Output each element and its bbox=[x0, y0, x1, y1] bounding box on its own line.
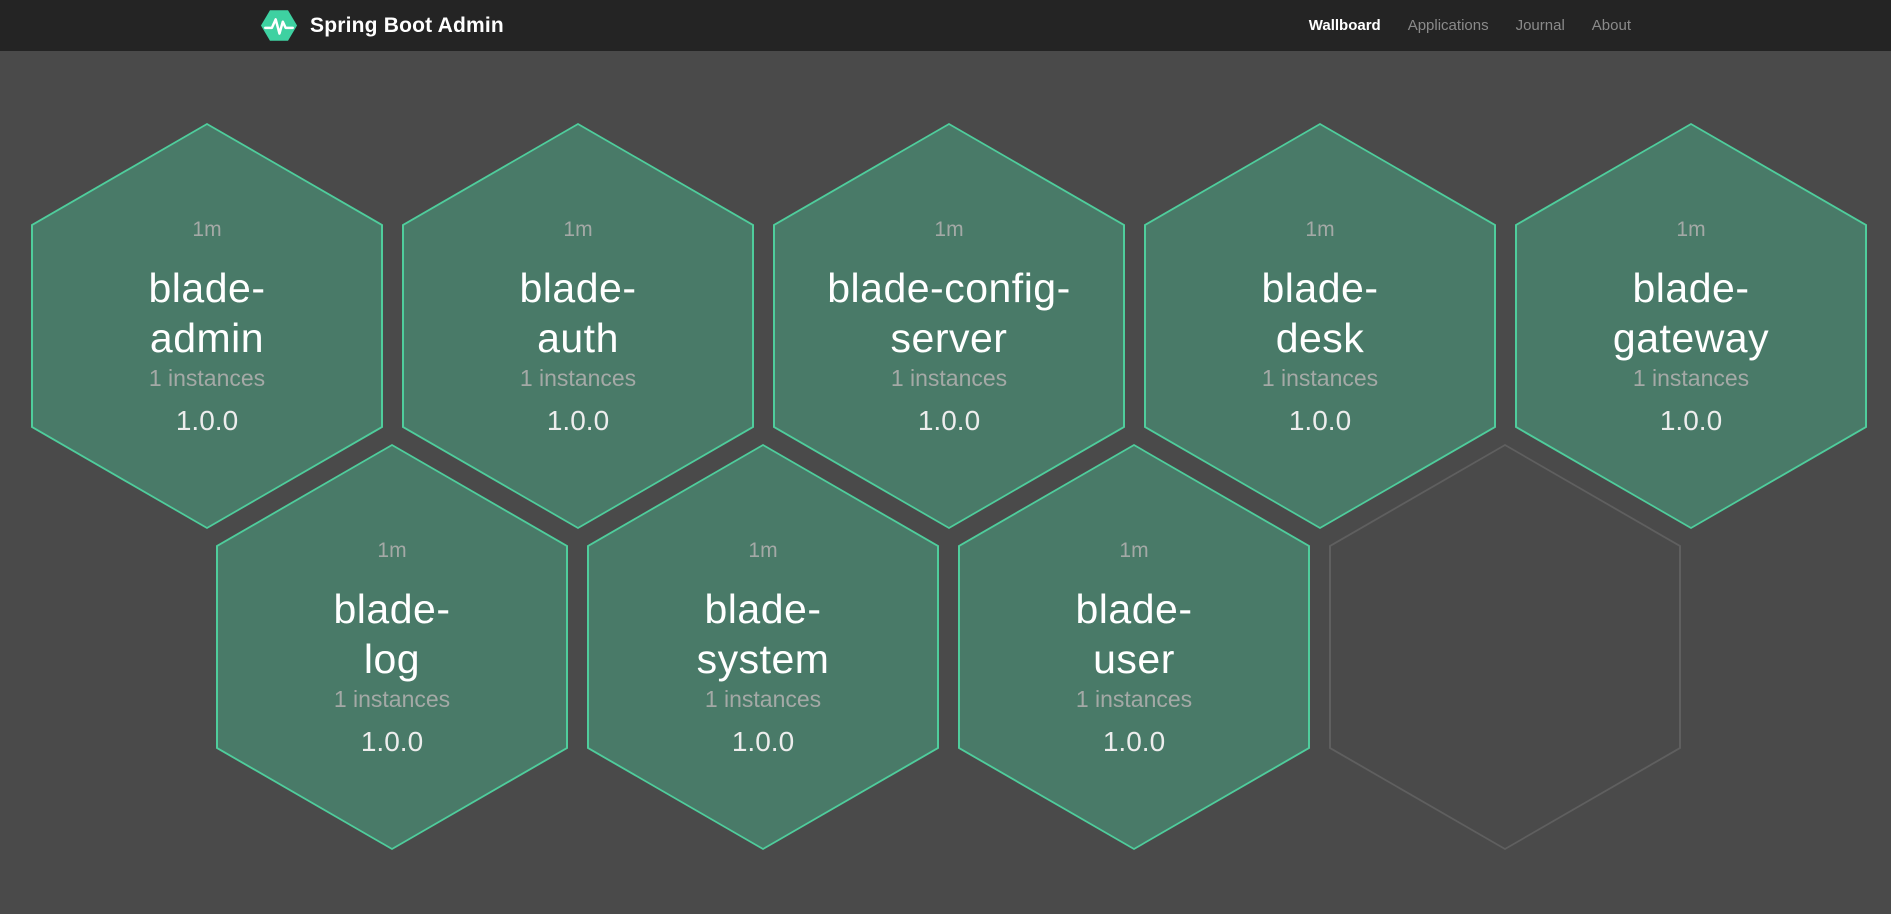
nav-link-wallboard[interactable]: Wallboard bbox=[1308, 17, 1381, 34]
empty-hexagon-slot-body bbox=[1331, 446, 1679, 848]
app-instances-count: 1 instances bbox=[519, 365, 637, 391]
app-instances-count: 1 instances bbox=[1632, 365, 1750, 391]
app-instances-count: 1 instances bbox=[1075, 686, 1193, 712]
brand[interactable]: Spring Boot Admin bbox=[260, 9, 504, 42]
app-hexagon-blade-admin-body: 1m blade- admin 1 instances 1.0.0 bbox=[33, 125, 381, 527]
app-uptime: 1m bbox=[377, 539, 407, 562]
empty-hexagon-slot bbox=[1329, 444, 1681, 850]
app-version: 1.0.0 bbox=[731, 726, 795, 757]
app-hexagon-blade-system[interactable]: 1m blade- system 1 instances 1.0.0 bbox=[587, 444, 939, 850]
navbar-inner: Spring Boot Admin Wallboard Applications J… bbox=[260, 0, 1631, 51]
app-hexagon-blade-auth[interactable]: 1m blade- auth 1 instances 1.0.0 bbox=[402, 123, 754, 529]
nav-link-applications[interactable]: Applications bbox=[1407, 17, 1489, 34]
app-version: 1.0.0 bbox=[546, 405, 610, 436]
app-name: blade- log bbox=[333, 586, 451, 682]
app-name: blade- admin bbox=[148, 265, 266, 361]
nav-link-about[interactable]: About bbox=[1591, 17, 1631, 34]
app-uptime: 1m bbox=[192, 218, 222, 241]
nav-link-journal[interactable]: Journal bbox=[1515, 17, 1565, 34]
navbar: Spring Boot Admin Wallboard Applications J… bbox=[0, 0, 1891, 51]
app-hexagon-blade-user-body: 1m blade- user 1 instances 1.0.0 bbox=[960, 446, 1308, 848]
app-hexagon-blade-desk-body: 1m blade- desk 1 instances 1.0.0 bbox=[1146, 125, 1494, 527]
wallboard: 1m blade- admin 1 instances 1.0.0 1m blade- a… bbox=[0, 51, 1891, 914]
app-name: blade- system bbox=[696, 586, 830, 682]
app-instances-count: 1 instances bbox=[333, 686, 451, 712]
nav-links: Wallboard Applications Journal About bbox=[1309, 17, 1631, 34]
app-hexagon-blade-log[interactable]: 1m blade- log 1 instances 1.0.0 bbox=[216, 444, 568, 850]
app-version: 1.0.0 bbox=[175, 405, 239, 436]
app-uptime: 1m bbox=[563, 218, 593, 241]
app-instances-count: 1 instances bbox=[704, 686, 822, 712]
app-hexagon-blade-config-server-body: 1m blade-config- server 1 instances 1.0.0 bbox=[775, 125, 1123, 527]
app-uptime: 1m bbox=[1119, 539, 1149, 562]
app-uptime: 1m bbox=[748, 539, 778, 562]
app-hexagon-blade-config-server[interactable]: 1m blade-config- server 1 instances 1.0.0 bbox=[773, 123, 1125, 529]
app-hexagon-blade-auth-body: 1m blade- auth 1 instances 1.0.0 bbox=[404, 125, 752, 527]
app-version: 1.0.0 bbox=[1288, 405, 1352, 436]
app-uptime: 1m bbox=[1676, 218, 1706, 241]
app-instances-count: 1 instances bbox=[890, 365, 1008, 391]
brand-title: Spring Boot Admin bbox=[310, 13, 504, 37]
app-hexagon-blade-log-body: 1m blade- log 1 instances 1.0.0 bbox=[218, 446, 566, 848]
app-version: 1.0.0 bbox=[917, 405, 981, 436]
app-hexagon-blade-desk[interactable]: 1m blade- desk 1 instances 1.0.0 bbox=[1144, 123, 1496, 529]
app-version: 1.0.0 bbox=[1659, 405, 1723, 436]
app-version: 1.0.0 bbox=[1102, 726, 1166, 757]
app-hexagon-blade-user[interactable]: 1m blade- user 1 instances 1.0.0 bbox=[958, 444, 1310, 850]
app-hexagon-blade-gateway[interactable]: 1m blade- gateway 1 instances 1.0.0 bbox=[1515, 123, 1867, 529]
app-instances-count: 1 instances bbox=[148, 365, 266, 391]
app-hexagon-blade-system-body: 1m blade- system 1 instances 1.0.0 bbox=[589, 446, 937, 848]
app-hexagon-blade-admin[interactable]: 1m blade- admin 1 instances 1.0.0 bbox=[31, 123, 383, 529]
app-name: blade- user bbox=[1075, 586, 1193, 682]
app-instances-count: 1 instances bbox=[1261, 365, 1379, 391]
app-version: 1.0.0 bbox=[360, 726, 424, 757]
spring-boot-admin-logo-icon bbox=[260, 10, 298, 41]
app-name: blade- desk bbox=[1261, 265, 1379, 361]
app-name: blade-config- server bbox=[827, 265, 1071, 361]
app-name: blade- gateway bbox=[1612, 265, 1770, 361]
app-uptime: 1m bbox=[1305, 218, 1335, 241]
app-uptime: 1m bbox=[934, 218, 964, 241]
app-hexagon-blade-gateway-body: 1m blade- gateway 1 instances 1.0.0 bbox=[1517, 125, 1865, 527]
app-name: blade- auth bbox=[519, 265, 637, 361]
